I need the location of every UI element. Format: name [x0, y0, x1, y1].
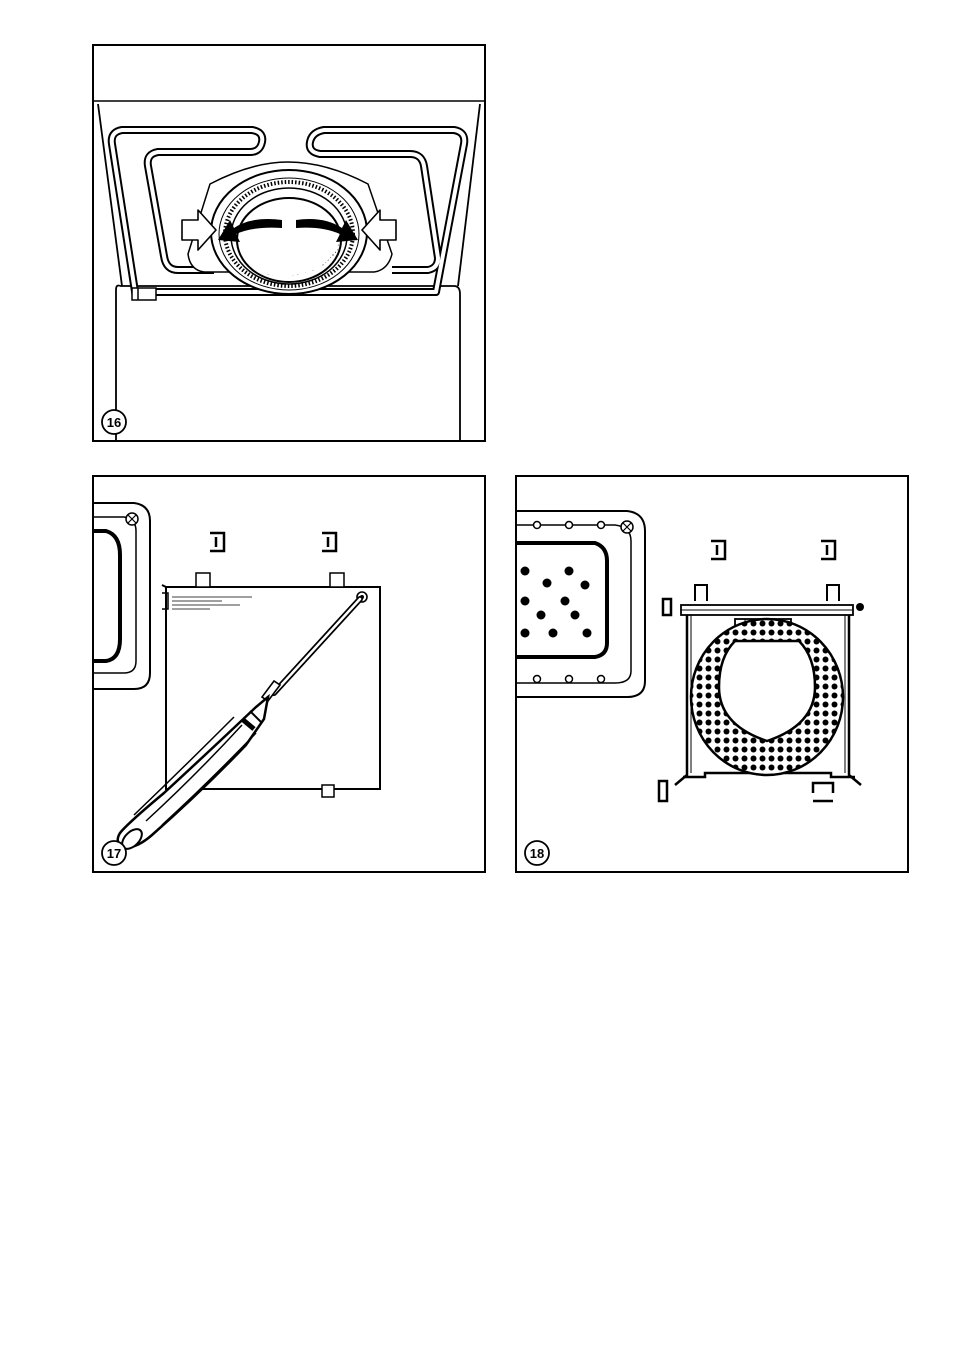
figure-number: 18: [530, 846, 544, 861]
figure-number: 16: [107, 415, 121, 430]
figure-17-illustration: 17: [92, 475, 486, 873]
figure-16-illustration: 16: [92, 44, 486, 442]
figure-number: 17: [107, 846, 121, 861]
fan-ring: [691, 619, 843, 775]
figure-18: 18: [515, 475, 909, 873]
lamp-cover: [237, 198, 341, 282]
figure-16: 16: [92, 44, 486, 442]
figure-18-illustration: 18: [515, 475, 909, 873]
figure-17: 17: [92, 475, 486, 873]
